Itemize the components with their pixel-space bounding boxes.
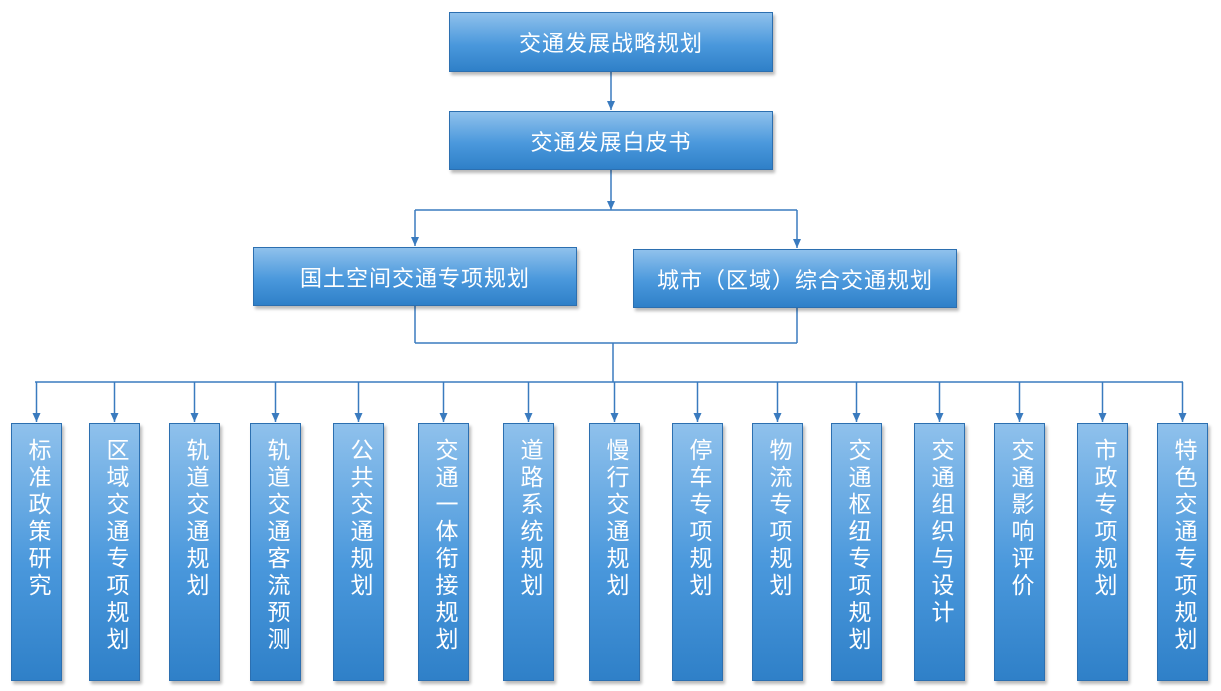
leaf-node-label: 道路系统规划 [516, 438, 542, 600]
node-white-paper-label: 交通发展白皮书 [530, 130, 692, 156]
leaf-node: 轨道交通规划 [169, 423, 220, 681]
leaf-node-label: 轨道交通客流预测 [263, 438, 289, 654]
leaf-node: 道路系统规划 [503, 423, 554, 681]
leaf-node-label: 交通一体衔接规划 [431, 438, 457, 654]
leaf-node: 标准政策研究 [11, 423, 62, 681]
node-land-space-plan: 国土空间交通专项规划 [253, 247, 577, 306]
leaf-node-label: 交通组织与设计 [927, 438, 953, 627]
leaf-node: 慢行交通规划 [589, 423, 640, 681]
node-strategy-plan: 交通发展战略规划 [449, 12, 773, 72]
leaf-node: 特色交通专项规划 [1157, 423, 1208, 681]
node-city-comprehensive-plan-label: 城市（区域）综合交通规划 [656, 268, 933, 294]
leaf-node: 交通组织与设计 [914, 423, 965, 681]
leaf-node-label: 公共交通规划 [346, 438, 372, 600]
leaf-node-label: 区域交通专项规划 [102, 438, 128, 654]
leaf-node: 交通影响评价 [994, 423, 1045, 681]
leaf-node-label: 物流专项规划 [765, 438, 791, 600]
leaf-node-label: 慢行交通规划 [602, 438, 628, 600]
leaf-node-label: 交通枢纽专项规划 [844, 438, 870, 654]
node-city-comprehensive-plan: 城市（区域）综合交通规划 [633, 249, 957, 308]
leaf-node: 市政专项规划 [1077, 423, 1128, 681]
leaf-node: 停车专项规划 [672, 423, 723, 681]
leaf-node-label: 市政专项规划 [1090, 438, 1116, 600]
leaf-node-label: 标准政策研究 [24, 438, 50, 600]
leaf-node-label: 特色交通专项规划 [1170, 438, 1196, 654]
node-strategy-plan-label: 交通发展战略规划 [518, 32, 703, 57]
leaf-node-label: 交通影响评价 [1007, 438, 1033, 600]
leaf-node: 公共交通规划 [333, 423, 384, 681]
leaf-node-label: 轨道交通规划 [182, 438, 208, 600]
leaf-node-label: 停车专项规划 [685, 438, 711, 600]
leaf-node: 交通一体衔接规划 [418, 423, 469, 681]
node-land-space-plan-label: 国土空间交通专项规划 [299, 266, 530, 292]
leaf-node: 轨道交通客流预测 [250, 423, 301, 681]
node-white-paper: 交通发展白皮书 [449, 111, 773, 170]
leaf-node: 区域交通专项规划 [89, 423, 140, 681]
leaf-node: 物流专项规划 [752, 423, 803, 681]
leaf-node: 交通枢纽专项规划 [831, 423, 882, 681]
